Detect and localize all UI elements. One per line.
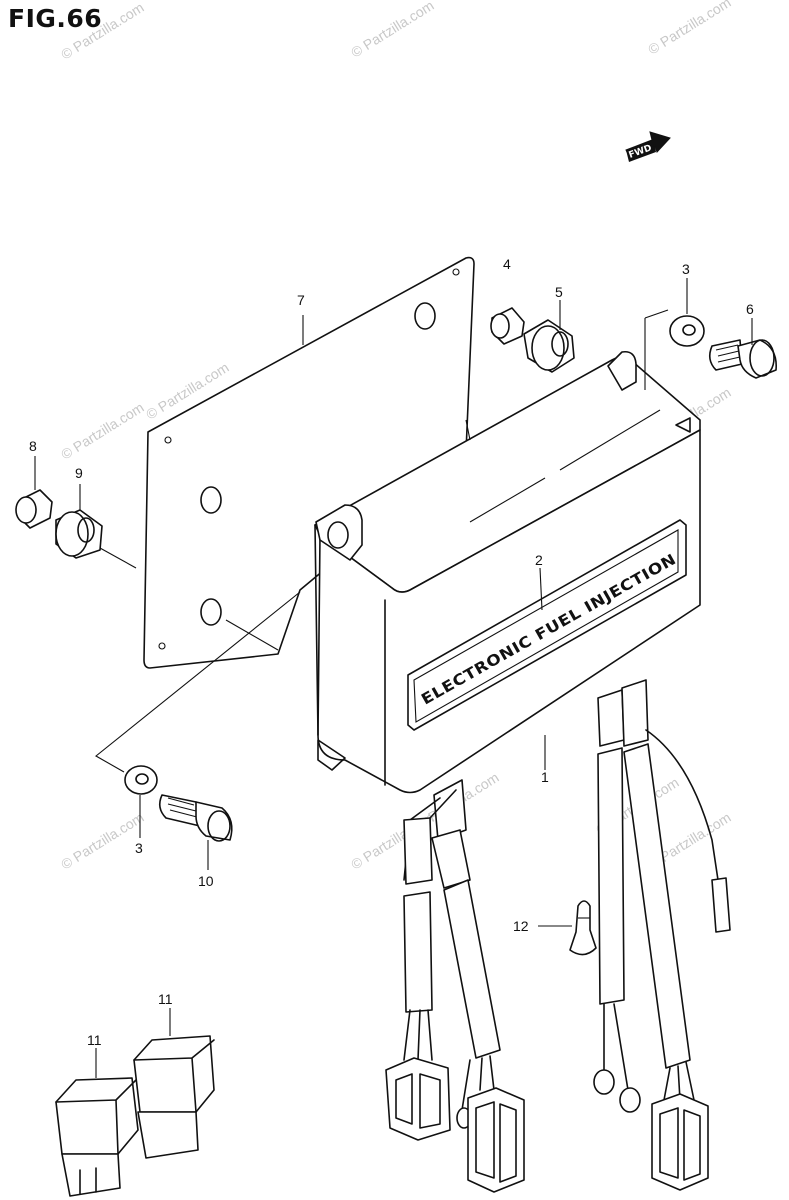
grommet-part-5 [523, 319, 575, 373]
callout-4: 4 [503, 256, 511, 272]
bolt-part-6 [708, 339, 777, 379]
relay-part-11-rear [133, 1035, 215, 1159]
collar-part-8 [15, 489, 53, 529]
callout-6: 6 [746, 301, 754, 317]
ecu-unit: ELECTRONIC FUEL INJECTION [314, 350, 701, 794]
callout-10: 10 [198, 873, 214, 889]
plate-hole-top [414, 302, 436, 330]
harness-left [385, 779, 525, 1193]
clip-part-12 [569, 900, 597, 956]
watermark-2: © Partzilla.com [348, 0, 436, 61]
grommet-part-9 [55, 509, 103, 559]
bolt-part-10 [158, 794, 233, 842]
callout-9: 9 [75, 465, 83, 481]
ecu-label-plate [407, 519, 687, 731]
callout-11-front: 11 [87, 1032, 102, 1048]
callout-3-upper: 3 [682, 261, 690, 277]
plate-hole-low [200, 598, 222, 626]
relay-part-11-front [55, 1077, 139, 1197]
figure-title: FIG.66 [8, 4, 103, 33]
callout-numbers: 7 4 5 3 6 8 9 2 1 3 10 12 11 11 [29, 256, 754, 1048]
collar-part-4 [490, 307, 525, 345]
callout-12: 12 [513, 918, 529, 934]
washer-part-3-lower [124, 765, 158, 795]
callout-8: 8 [29, 438, 37, 454]
watermark-4: © Partzilla.com [58, 399, 146, 463]
callout-7: 7 [297, 292, 305, 308]
watermark-6: © Partzilla.com [58, 809, 146, 873]
watermark-3: © Partzilla.com [645, 0, 733, 58]
fwd-arrow-icon: FWD [625, 131, 671, 162]
callout-1: 1 [541, 769, 549, 785]
leader-lines [34, 278, 753, 1078]
callout-3-lower: 3 [135, 840, 143, 856]
callout-11-rear: 11 [158, 991, 173, 1007]
plate-hole-mid [200, 486, 222, 514]
callout-5: 5 [555, 284, 563, 300]
callout-2: 2 [535, 552, 543, 568]
fwd-label: FWD [628, 143, 654, 160]
mounting-plate [143, 256, 475, 669]
watermark-1: © Partzilla.com [58, 0, 146, 63]
harness-right [593, 679, 731, 1191]
washer-part-3-upper [669, 315, 705, 347]
